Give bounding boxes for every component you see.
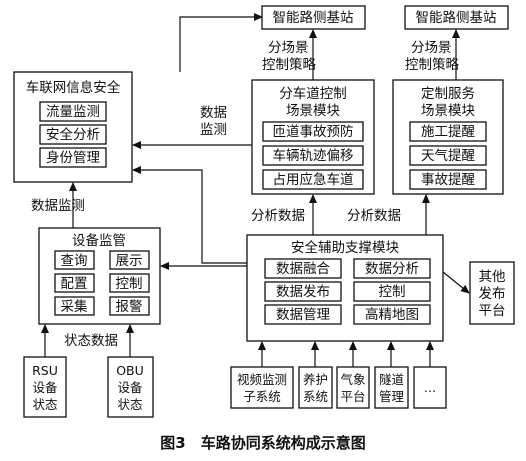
status-data: 状态数据: [64, 333, 118, 349]
source-more: …: [413, 366, 447, 409]
arrow-support-to-security: [132, 166, 247, 264]
analysis-left: 分析数据: [251, 208, 305, 224]
support-item: 数据发布: [276, 284, 330, 300]
support-item: 数据分析: [365, 261, 419, 277]
support-item: 数据管理: [276, 307, 330, 323]
source-line: 子系统: [243, 389, 281, 404]
source-line: 系统: [303, 389, 328, 404]
base-station-right: 智能路侧基站: [404, 5, 509, 30]
custom-service-title-1: 定制服务: [421, 86, 475, 102]
data-monitor-left: 数据监测: [31, 198, 85, 214]
device-mgmt-item: 报警: [116, 299, 143, 315]
lane-control-title-1: 分车道控制: [279, 85, 347, 102]
source-weather: 气象 平台: [336, 366, 370, 409]
lane-control-item: 占用应急车道: [273, 171, 354, 188]
other-platform: 其他 发布 平台: [469, 261, 515, 325]
lane-control-item: 匝道事故预防: [273, 124, 354, 140]
base-station-left-label: 智能路侧基站: [273, 9, 354, 26]
custom-service-title-2: 场景模块: [421, 103, 475, 119]
source-line: 平台: [340, 389, 365, 404]
security-item: 安全分析: [46, 126, 100, 143]
security-item: 流量监测: [46, 104, 100, 120]
data-monitor-top-2: 监测: [200, 122, 227, 138]
lane-control-item: 车辆轨迹偏移: [273, 147, 354, 164]
lane-control-title-2: 场景模块: [286, 103, 340, 119]
device-mgmt-item: 查询: [61, 253, 88, 269]
source-video: 视频监测 子系统: [230, 366, 294, 409]
figure-caption: 图3 车路协同系统构成示意图: [160, 434, 365, 452]
obu-box: OBU 设备 状态: [107, 356, 154, 418]
arrow-security-to-base: [179, 13, 263, 72]
arrow-support-to-other: [442, 271, 470, 294]
source-line: 管理: [379, 389, 405, 404]
other-platform-line: 平台: [479, 303, 506, 319]
obu-line: OBU: [116, 363, 144, 378]
base-station-right-label: 智能路侧基站: [416, 9, 497, 26]
source-line: 视频监测: [237, 372, 287, 387]
obu-line: 设备: [117, 380, 143, 395]
rsu-line: RSU: [32, 363, 58, 378]
rsu-line: 设备: [32, 380, 58, 395]
analysis-right: 分析数据: [347, 208, 401, 224]
device-mgmt-item: 配置: [61, 276, 88, 292]
lane-control-module: 分车道控制 场景模块 匝道事故预防 车辆轨迹偏移 占用应急车道: [251, 79, 375, 195]
obu-line: 状态: [117, 397, 142, 412]
security-module: 车联网信息安全 流量监测 安全分析 身份管理: [13, 71, 133, 183]
other-platform-line: 发布: [479, 286, 506, 302]
policy-left-line1: 分场景: [268, 40, 309, 56]
device-mgmt-item: 采集: [61, 299, 88, 315]
device-mgmt-title: 设备监管: [72, 232, 126, 249]
custom-service-module: 定制服务 场景模块 施工提醒 天气提醒 事故提醒: [392, 79, 504, 195]
support-item: 数据融合: [276, 261, 330, 277]
rsu-box: RSU 设备 状态: [23, 356, 67, 418]
policy-right-line1: 分场景: [411, 40, 452, 56]
support-item: 高精地图: [365, 306, 419, 323]
support-item: 控制: [379, 284, 406, 300]
data-monitor-top-1: 数据: [200, 105, 227, 121]
support-title: 安全辅助支撑模块: [291, 239, 399, 256]
custom-service-item: 施工提醒: [421, 124, 475, 140]
device-mgmt-item: 展示: [116, 253, 143, 269]
source-line: 养护: [303, 372, 328, 387]
device-mgmt-module: 设备监管 查询 展示 配置 控制 采集 报警: [38, 227, 161, 325]
source-line: 隧道: [379, 372, 405, 387]
support-module: 安全辅助支撑模块 数据融合 数据分析 数据发布 控制 数据管理 高精地图: [246, 234, 444, 342]
source-line: 气象: [340, 372, 365, 387]
policy-left-line2: 控制策略: [262, 56, 316, 73]
source-line: …: [424, 380, 437, 395]
rsu-line: 状态: [32, 397, 57, 412]
base-station-left: 智能路侧基站: [261, 5, 366, 30]
source-tunnel: 隧道 管理: [374, 366, 409, 409]
custom-service-item: 事故提醒: [421, 172, 475, 188]
source-maintenance: 养护 系统: [298, 366, 333, 409]
policy-right-line2: 控制策略: [405, 56, 459, 73]
custom-service-item: 天气提醒: [421, 148, 475, 164]
device-mgmt-item: 控制: [116, 276, 143, 292]
security-title: 车联网信息安全: [26, 79, 121, 96]
other-platform-line: 其他: [479, 269, 506, 285]
security-item: 身份管理: [46, 150, 100, 166]
